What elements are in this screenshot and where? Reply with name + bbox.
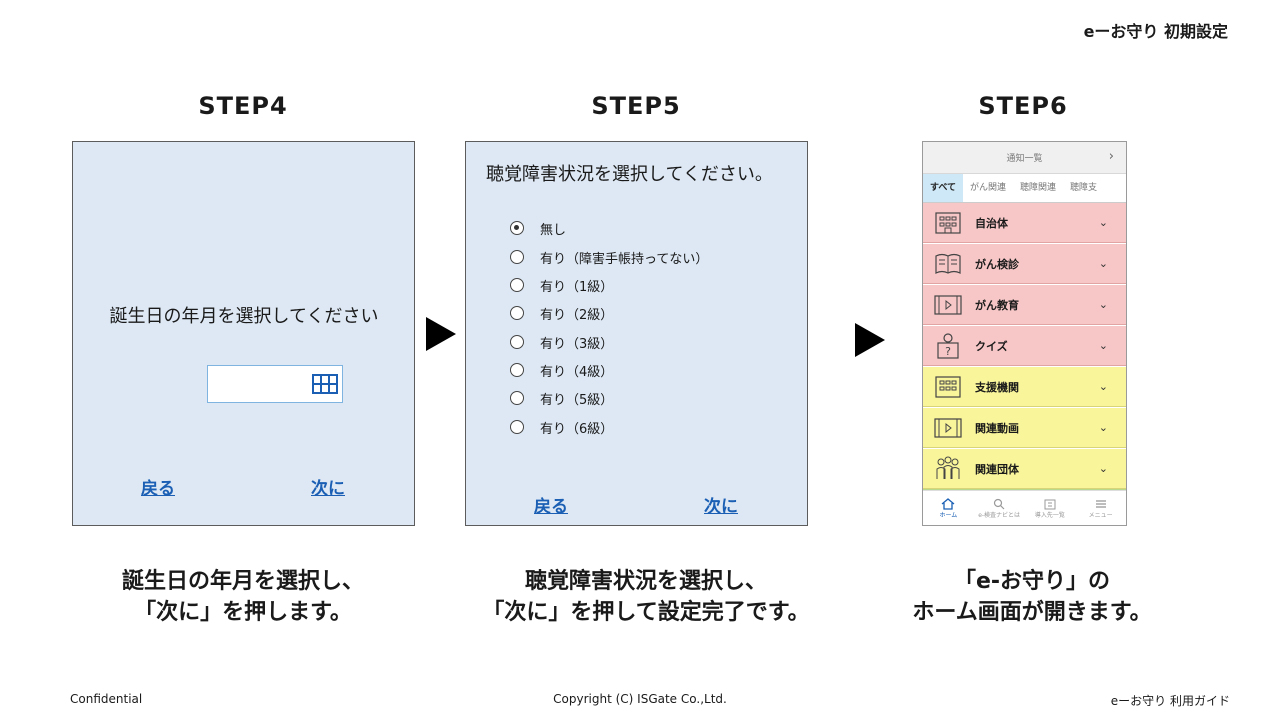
radio-option-grade4[interactable]: 有り（4級）	[510, 359, 613, 381]
birthdate-input[interactable]	[207, 365, 343, 403]
book-icon	[935, 253, 961, 274]
category-municipality[interactable]: 自治体 ⌄	[923, 203, 1126, 243]
tab-hearing-support[interactable]: 聴障支	[1070, 183, 1098, 193]
step5-screen: 聴覚障害状況を選択してください。 無し 有り（障害手帳持ってない） 有り（1級）…	[465, 141, 808, 526]
radio-option-grade6[interactable]: 有り（6級）	[510, 416, 613, 438]
footer-copyright: Copyright (C) ISGate Co.,Ltd.	[553, 692, 727, 706]
nav-home[interactable]: ホーム	[923, 491, 974, 525]
chevron-right-icon: ›	[1108, 149, 1114, 164]
chevron-down-icon: ⌄	[1098, 421, 1108, 434]
radio-selected-icon[interactable]	[510, 221, 524, 235]
radio-option-grade2[interactable]: 有り（2級）	[510, 302, 613, 324]
radio-option-grade5[interactable]: 有り（5級）	[510, 387, 613, 409]
arrow-right-icon	[855, 323, 885, 357]
caption-step4: 誕生日の年月を選択し、 「次に」を押します。	[121, 569, 364, 625]
category-cancer-screening[interactable]: がん検診 ⌄	[923, 244, 1126, 284]
nav-menu[interactable]: メニュー	[1075, 491, 1126, 525]
building-icon	[1044, 499, 1056, 509]
hamburger-menu-icon	[1095, 499, 1106, 508]
back-link[interactable]: 戻る	[534, 497, 568, 517]
nav-adopters[interactable]: 導入先一覧	[1025, 491, 1076, 525]
step4-label: STEP4	[198, 92, 288, 120]
footer-guide: eーお守り 利用ガイド	[1110, 694, 1230, 708]
next-link[interactable]: 次に	[311, 479, 345, 499]
category-quiz[interactable]: ? クイズ ⌄	[923, 326, 1126, 366]
search-person-icon	[994, 498, 1005, 509]
home-icon	[941, 497, 955, 510]
calendar-grid-icon[interactable]	[312, 374, 338, 394]
hearing-prompt: 聴覚障害状況を選択してください。	[486, 164, 773, 185]
people-icon	[936, 456, 960, 479]
chevron-down-icon: ⌄	[1098, 380, 1108, 393]
category-cancer-education[interactable]: がん教育 ⌄	[923, 285, 1126, 325]
category-related-videos[interactable]: 関連動画 ⌄	[923, 408, 1126, 448]
film-icon	[934, 417, 962, 438]
radio-option-grade1[interactable]: 有り（1級）	[510, 274, 613, 296]
caption-step6: 「e-お守り」の ホーム画面が開きます。	[912, 569, 1152, 625]
next-link[interactable]: 次に	[704, 497, 738, 517]
svg-text:?: ?	[945, 345, 951, 358]
tab-cancer[interactable]: がん関連	[970, 183, 1007, 193]
slide-title: eーお守り 初期設定	[1083, 22, 1228, 41]
film-icon	[934, 294, 962, 315]
building-icon	[935, 375, 961, 398]
chevron-down-icon: ⌄	[1098, 216, 1108, 229]
radio-option-no-card[interactable]: 有り（障害手帳持ってない）	[510, 246, 708, 268]
radio-icon[interactable]	[510, 250, 524, 264]
radio-option-none[interactable]: 無し	[510, 217, 566, 239]
chevron-down-icon: ⌄	[1098, 298, 1108, 311]
arrow-right-icon	[426, 317, 456, 351]
footer-confidential: Confidential	[70, 692, 143, 706]
radio-icon[interactable]	[510, 420, 524, 434]
chevron-down-icon: ⌄	[1098, 339, 1108, 352]
step6-home-screen: 通知一覧 › すべて がん関連 聴障関連 聴障支 自治体 ⌄ がん検診 ⌄ がん…	[922, 141, 1127, 526]
back-link[interactable]: 戻る	[141, 479, 175, 499]
category-related-groups[interactable]: 関連団体 ⌄	[923, 449, 1126, 489]
category-support-org[interactable]: 支援機関 ⌄	[923, 367, 1126, 407]
radio-option-grade3[interactable]: 有り（3級）	[510, 331, 613, 353]
bottom-navigation: ホーム e-検査ナビとは 導入先一覧 メニュー	[923, 490, 1126, 525]
category-tabs: すべて がん関連 聴障関連 聴障支	[923, 174, 1126, 203]
step6-label: STEP6	[978, 92, 1068, 120]
caption-step5: 聴覚障害状況を選択し、 「次に」を押して設定完了です。	[482, 569, 810, 625]
notification-bar[interactable]: 通知一覧 ›	[923, 142, 1126, 174]
radio-icon[interactable]	[510, 363, 524, 377]
birthdate-prompt: 誕生日の年月を選択してください	[109, 306, 379, 327]
quiz-icon: ?	[937, 332, 959, 359]
radio-icon[interactable]	[510, 391, 524, 405]
radio-icon[interactable]	[510, 278, 524, 292]
step5-label: STEP5	[591, 92, 681, 120]
radio-icon[interactable]	[510, 335, 524, 349]
chevron-down-icon: ⌄	[1098, 257, 1108, 270]
radio-icon[interactable]	[510, 306, 524, 320]
tab-hearing[interactable]: 聴障関連	[1020, 183, 1057, 193]
tab-all[interactable]: すべて	[923, 174, 964, 202]
chevron-down-icon: ⌄	[1098, 462, 1108, 475]
step4-screen: 誕生日の年月を選択してください 戻る 次に	[72, 141, 415, 526]
building-icon	[935, 211, 961, 234]
nav-about[interactable]: e-検査ナビとは	[974, 491, 1025, 525]
